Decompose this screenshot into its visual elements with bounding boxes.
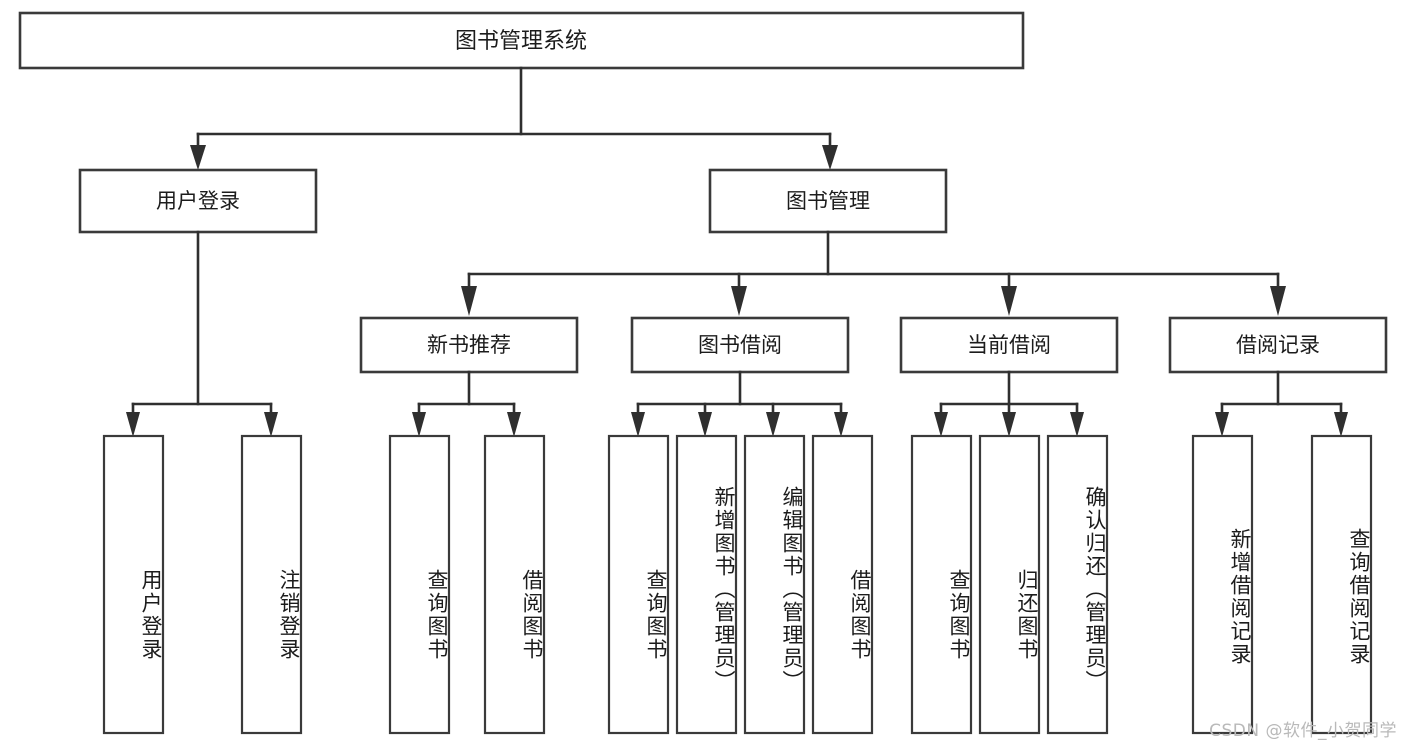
leaf-box-book-borrow-2[interactable] <box>743 434 806 735</box>
arrowhead-leaf-user-login-1 <box>264 412 278 437</box>
arrowhead-leaf-borrow-record-0 <box>1215 412 1229 437</box>
leaf-box-user-login-1[interactable] <box>240 434 303 735</box>
node-root-box[interactable] <box>18 11 1025 70</box>
arrowhead-book-mgmt <box>822 145 838 170</box>
leaf-box-book-borrow-3[interactable] <box>811 434 874 735</box>
arrowhead-leaf-borrow-record-1 <box>1334 412 1348 437</box>
arrowhead-borrow-record <box>1270 286 1286 316</box>
leaf-box-current-borrow-2[interactable] <box>1046 434 1109 735</box>
arrowhead-leaf-book-borrow-3 <box>834 412 848 437</box>
arrowhead-leaf-current-borrow-2 <box>1070 412 1084 437</box>
node-user-login-label: 用户登录 <box>156 189 240 213</box>
node-new-book-recommend-box[interactable] <box>359 316 579 374</box>
arrowhead-leaf-book-borrow-0 <box>631 412 645 437</box>
arrowhead-leaf-user-login-0 <box>126 412 140 437</box>
leaf-box-user-login-0[interactable] <box>102 434 165 735</box>
leaf-box-current-borrow-1[interactable] <box>978 434 1041 735</box>
node-book-management-label: 图书管理 <box>786 189 870 213</box>
node-current-borrow-box[interactable] <box>899 316 1119 374</box>
node-borrow-record-label: 借阅记录 <box>1236 333 1320 357</box>
leaf-box-new-book-0[interactable] <box>388 434 451 735</box>
arrowhead-leaf-new-book-1 <box>507 412 521 437</box>
leaf-box-borrow-record-1[interactable] <box>1310 434 1373 735</box>
arrowhead-leaf-book-borrow-2 <box>766 412 780 437</box>
watermark-text: CSDN @软件_小贺同学 <box>1209 721 1397 741</box>
arrowhead-leaf-current-borrow-0 <box>934 412 948 437</box>
leaf-box-book-borrow-0[interactable] <box>607 434 670 735</box>
leaf-box-book-borrow-1[interactable] <box>675 434 738 735</box>
node-book-borrow-label: 图书借阅 <box>698 333 782 357</box>
arrowhead-current-borrow <box>1001 286 1017 316</box>
leaf-box-borrow-record-0[interactable] <box>1191 434 1254 735</box>
leaf-box-new-book-1[interactable] <box>483 434 546 735</box>
node-borrow-record-box[interactable] <box>1168 316 1388 374</box>
arrowhead-leaf-new-book-0 <box>412 412 426 437</box>
node-book-management-box[interactable] <box>708 168 948 234</box>
node-root-label: 图书管理系统 <box>455 29 587 54</box>
arrowhead-leaf-current-borrow-1 <box>1002 412 1016 437</box>
arrowhead-book-borrow <box>731 286 747 316</box>
arrowhead-leaf-book-borrow-1 <box>698 412 712 437</box>
arrowhead-new-book-recommend <box>461 286 477 316</box>
arrowhead-user-login <box>190 145 206 170</box>
leaf-box-current-borrow-0[interactable] <box>910 434 973 735</box>
node-new-book-recommend-label: 新书推荐 <box>427 333 511 357</box>
node-current-borrow-label: 当前借阅 <box>967 333 1051 357</box>
node-book-borrow-box[interactable] <box>630 316 850 374</box>
